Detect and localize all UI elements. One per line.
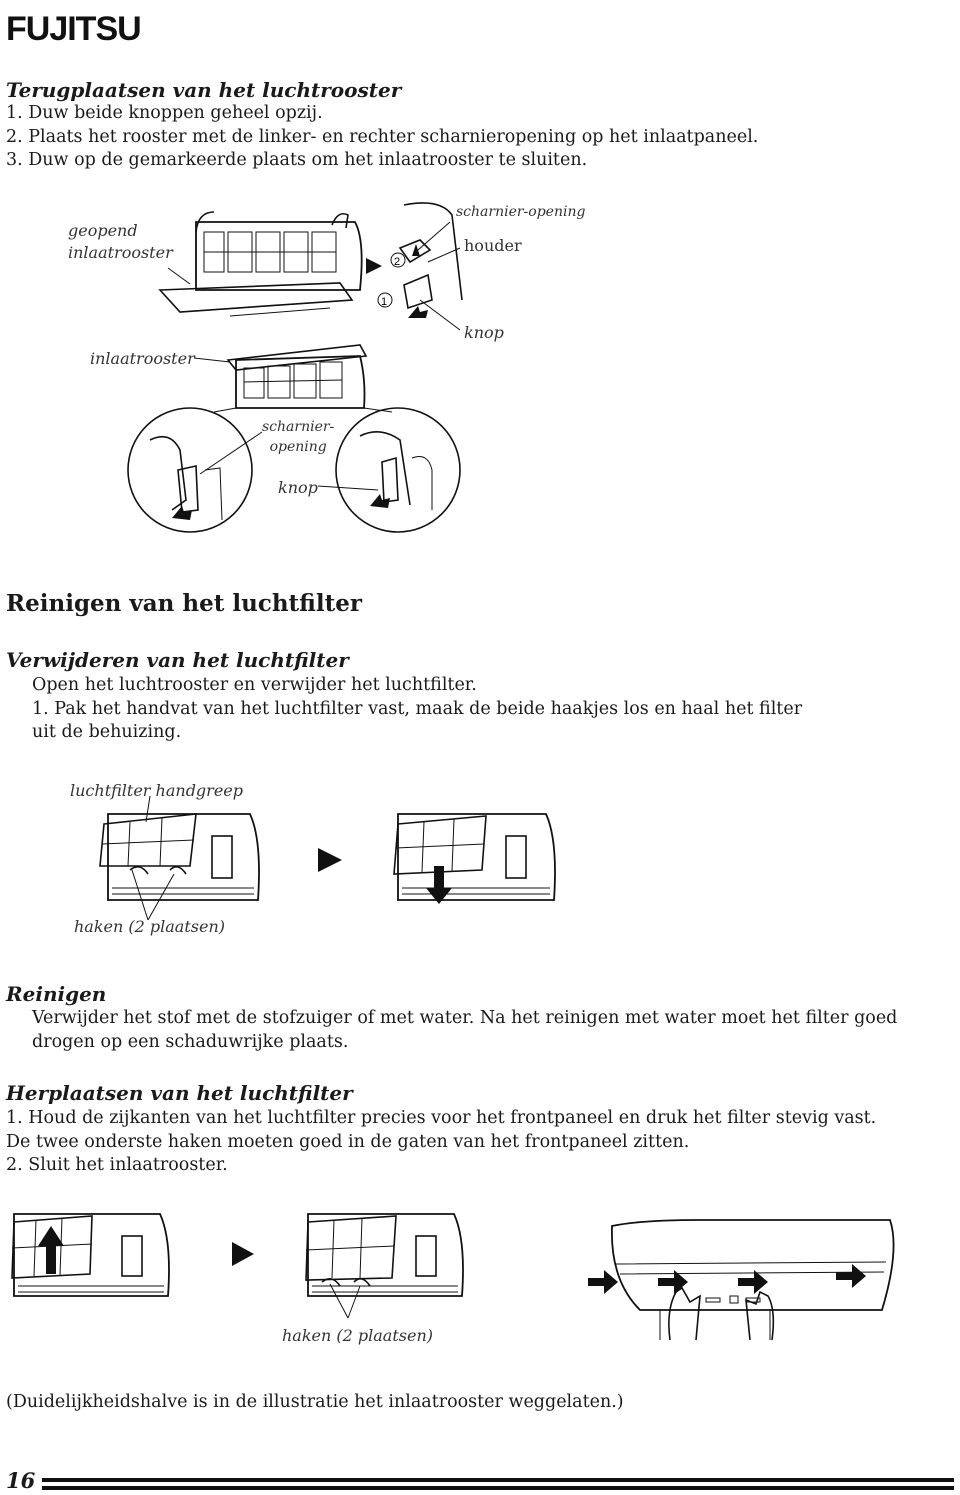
footer-rule-bottom [42, 1486, 954, 1490]
detail-circle-right [317, 407, 461, 533]
paragraph-remove-filter: Open het luchtrooster en verwijder het l… [32, 674, 802, 745]
step-item: 3. Duw op de gemarkeerde plaats om het i… [6, 150, 588, 170]
figure2-illustration [99, 795, 556, 921]
detail-circle-left [127, 407, 263, 533]
figure1-label-knob: knop [464, 323, 504, 342]
figure2-label-hooks: haken (2 plaatsen) [74, 917, 225, 936]
ac-unit-filter-insert [11, 1213, 170, 1297]
figure1-illustration: 2 1 [127, 202, 463, 533]
label-line: opening [269, 439, 327, 455]
text-line: De twee onderste haken moeten goed in de… [6, 1131, 690, 1152]
figure1-label-inlet-grille: inlaatrooster [90, 349, 195, 368]
figure1-label-hinge-opening: scharnier-opening [456, 204, 586, 220]
text-line: drogen op een schaduwrijke plaats. [32, 1031, 349, 1052]
figure3-label-hooks: haken (2 plaatsen) [282, 1326, 433, 1345]
brand-logo: FUJITSU [6, 10, 142, 48]
arrow-right-icon [318, 848, 342, 872]
marker-1: 1 [381, 296, 387, 308]
subheading-cleaning: Reinigen [6, 982, 107, 1006]
section-heading-replace-grille: Terugplaatsen van het luchtrooster [6, 78, 402, 102]
step-item: 2. Plaats het rooster met de linker- en … [6, 126, 759, 147]
label-line: inlaatrooster [68, 243, 173, 262]
ac-unit-filter-removed [393, 813, 556, 904]
ac-unit-open-grille [158, 211, 363, 317]
figure1-label-holder: houder [464, 236, 522, 255]
ac-unit-filter-open [99, 795, 260, 921]
label-line: scharnier- [262, 419, 335, 435]
text-line: uit de behuizing. [32, 722, 182, 742]
text-line: 1. Pak het handvat van het luchtfilter v… [32, 698, 803, 719]
page-number: 16 [6, 1468, 36, 1493]
figure1-label-knob-2: knop [278, 478, 318, 497]
figure3-illustration [11, 1213, 895, 1341]
text-line: 2. Sluit het inlaatrooster. [6, 1155, 228, 1175]
paragraph-reinstall-filter: 1. Houd de zijkanten van het luchtfilter… [6, 1107, 876, 1178]
text-line: 1. Houd de zijkanten van het luchtfilter… [6, 1108, 877, 1128]
text-line: Verwijder het stof met de stofzuiger of … [32, 1008, 898, 1028]
subheading-remove-filter: Verwijderen van het luchtfilter [6, 648, 349, 672]
arrow-right-icon [366, 258, 382, 274]
section-title-clean-filter: Reinigen van het luchtfilter [6, 590, 363, 617]
note-clarity: (Duidelijkheidshalve is in de illustrati… [6, 1392, 624, 1412]
figure1-label-hinge-opening-split: scharnier- opening [262, 417, 334, 457]
figure1-label-open-grille: geopend inlaatrooster [68, 220, 173, 264]
arrow-right-icon [232, 1242, 254, 1266]
text-line: Open het luchtrooster en verwijder het l… [32, 675, 477, 695]
step-list: 1. Duw beide knoppen geheel opzij. 2. Pl… [6, 102, 758, 173]
ac-unit-front-view [588, 1219, 895, 1341]
hinge-detail: 2 1 [377, 202, 463, 331]
marker-2: 2 [394, 256, 400, 268]
ac-unit-closed [193, 344, 368, 409]
figure2-label-handle: luchtfilter handgreep [70, 781, 243, 800]
ac-unit-filter-installed [305, 1213, 464, 1319]
step-item: 1. Duw beide knoppen geheel opzij. [6, 103, 323, 123]
paragraph-cleaning: Verwijder het stof met de stofzuiger of … [32, 1007, 897, 1054]
label-line: geopend [68, 221, 138, 240]
subheading-reinstall-filter: Herplaatsen van het luchtfilter [6, 1081, 353, 1105]
footer-rule-top [42, 1478, 954, 1482]
